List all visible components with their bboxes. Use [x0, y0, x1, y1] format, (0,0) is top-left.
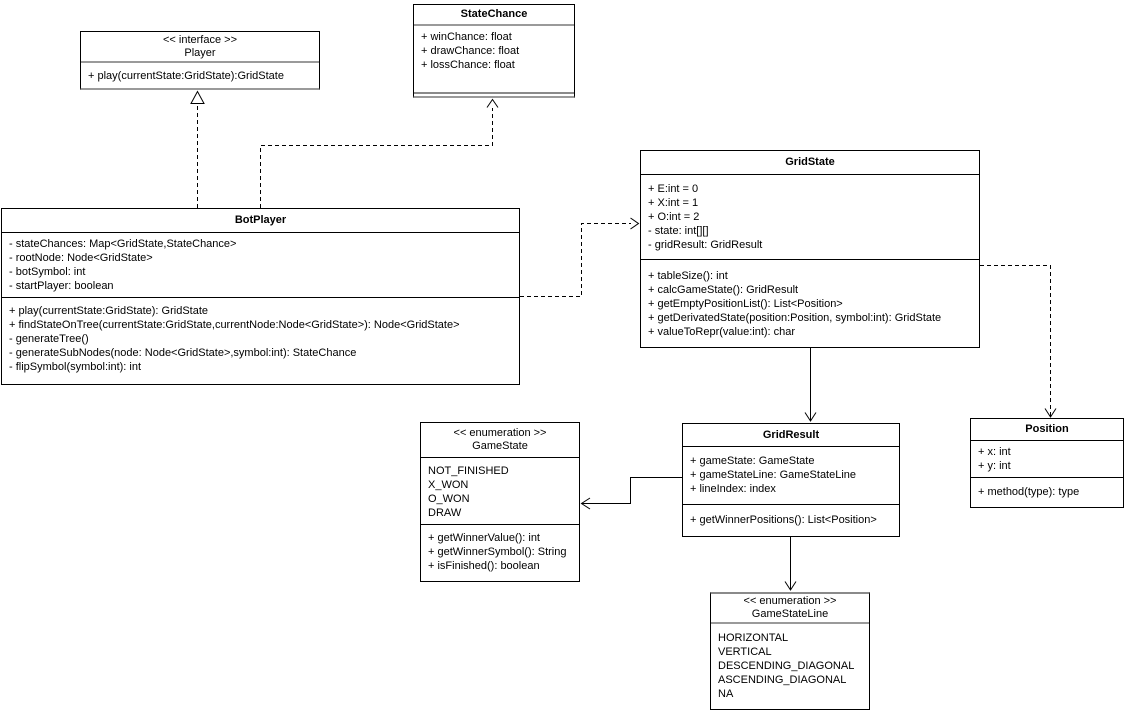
enum-value-row: NA	[718, 688, 734, 700]
class-statechance[interactable]: StateChance + winChance: float + drawCha…	[413, 4, 575, 98]
open-arrowhead	[804, 412, 817, 422]
statechance-name: StateChance	[460, 8, 528, 20]
statechance-methods-empty	[414, 92, 574, 96]
connector-botplayer-depends-gridstate[interactable]	[520, 217, 640, 297]
gamestateline-stereotype: << enumeration >>	[743, 595, 837, 607]
open-arrowhead	[486, 98, 499, 108]
botplayer-attributes: - stateChances: Map<GridState,StateChanc…	[2, 233, 519, 298]
method-row: + valueToRepr(value:int): char	[648, 326, 796, 338]
gridresult-methods: + getWinnerPositions(): List<Position>	[683, 505, 899, 536]
botplayer-methods: + play(currentState:GridState): GridStat…	[2, 298, 519, 384]
gridresult-name: GridResult	[762, 428, 820, 441]
method-row: - flipSymbol(symbol:int): int	[9, 361, 142, 373]
method-row: + method(type): type	[978, 486, 1080, 498]
enum-value-row: HORIZONTAL	[718, 632, 789, 644]
class-gridstate-header: GridState	[641, 151, 979, 175]
class-statechance-header: StateChance	[414, 5, 574, 26]
attribute-row: - rootNode: Node<GridState>	[9, 252, 153, 264]
method-row: + getEmptyPositionList(): List<Position>	[648, 298, 843, 310]
class-gridstate[interactable]: GridState + E:int = 0 + X:int = 1 + O:in…	[640, 150, 980, 348]
player-name: Player	[184, 46, 216, 59]
attribute-row: + winChance: float	[421, 31, 512, 43]
gridstate-methods: + tableSize(): int + calcGameState(): Gr…	[641, 260, 979, 347]
method-row: + getDerivatedState(position:Position, s…	[648, 312, 942, 324]
gamestate-stereotype: << enumeration >>	[453, 427, 547, 439]
connector-gridresult-to-gamestate[interactable]	[580, 477, 683, 510]
attribute-row: - state: int[][]	[648, 225, 709, 237]
gamestate-values: NOT_FINISHED X_WON O_WON DRAW	[421, 458, 579, 525]
gridstate-name: GridState	[785, 156, 835, 168]
botplayer-name: BotPlayer	[234, 214, 287, 226]
position-attributes: + x: int + y: int	[971, 441, 1123, 478]
enum-value-row: VERTICAL	[718, 646, 772, 658]
attribute-row: + X:int = 1	[648, 197, 699, 209]
position-name: Position	[1025, 423, 1069, 435]
enum-value-row: O_WON	[428, 493, 470, 505]
class-gridresult[interactable]: GridResult + gameState: GameState + game…	[682, 423, 900, 537]
open-arrowhead	[580, 497, 591, 510]
method-row: + getWinnerSymbol(): String	[428, 546, 567, 558]
class-botplayer-header: BotPlayer	[2, 209, 519, 233]
attribute-row: + x: int	[978, 446, 1011, 458]
hollow-triangle-arrowhead	[190, 90, 205, 104]
player-methods: + play(currentState:GridState):GridState	[81, 63, 319, 88]
open-arrowhead	[1044, 408, 1057, 418]
position-methods: + method(type): type	[971, 478, 1123, 507]
class-gamestate-header: << enumeration >> GameState	[421, 423, 579, 458]
gamestateline-name: GameStateLine	[751, 608, 829, 620]
enum-value-row: DESCENDING_DIAGONAL	[718, 660, 855, 672]
class-player-header: << interface >> Player	[81, 32, 319, 63]
enum-value-row: NOT_FINISHED	[428, 465, 509, 477]
method-row: + isFinished(): boolean	[428, 560, 540, 572]
statechance-attributes: + winChance: float + drawChance: float +…	[414, 26, 574, 92]
connector-botplayer-depends-statechance[interactable]	[260, 98, 499, 209]
attribute-row: - gridResult: GridResult	[648, 239, 763, 251]
gridresult-attributes: + gameState: GameState + gameStateLine: …	[683, 447, 899, 505]
method-row: + calcGameState(): GridResult	[648, 284, 799, 296]
method-row: + getWinnerValue(): int	[428, 532, 540, 544]
gamestate-name: GameState	[472, 440, 528, 452]
class-gamestateline[interactable]: << enumeration >> GameStateLine HORIZONT…	[710, 592, 870, 710]
class-position-header: Position	[971, 419, 1123, 441]
enum-value-row: ASCENDING_DIAGONAL	[718, 674, 847, 686]
player-stereotype: << interface >>	[163, 33, 237, 46]
class-gridresult-header: GridResult	[683, 424, 899, 447]
attribute-row: + E:int = 0	[648, 183, 699, 195]
method-row: + play(currentState:GridState):GridState	[88, 70, 284, 82]
method-row: + findStateOnTree(currentState:GridState…	[9, 319, 460, 331]
attribute-row: + lossChance: float	[421, 59, 515, 71]
attribute-row: - stateChances: Map<GridState,StateChanc…	[9, 238, 237, 250]
connector-botplayer-realizes-player[interactable]	[190, 90, 205, 209]
connector-gridstate-to-gridresult[interactable]	[804, 348, 817, 422]
method-row: - generateSubNodes(node: Node<GridState>…	[9, 347, 357, 359]
enum-value-row: X_WON	[428, 479, 469, 491]
class-player[interactable]: << interface >> Player + play(currentSta…	[80, 31, 320, 90]
attribute-row: + lineIndex: index	[690, 483, 776, 495]
attribute-row: - startPlayer: boolean	[9, 280, 114, 292]
class-position[interactable]: Position + x: int + y: int + method(type…	[970, 418, 1124, 508]
class-gamestate[interactable]: << enumeration >> GameState NOT_FINISHED…	[420, 422, 580, 582]
connector-gridresult-to-gamestateline[interactable]	[784, 537, 797, 591]
attribute-row: - botSymbol: int	[9, 266, 86, 278]
attribute-row: + y: int	[978, 460, 1011, 472]
enum-value-row: DRAW	[428, 507, 462, 519]
method-row: + getWinnerPositions(): List<Position>	[690, 514, 877, 526]
method-row: + tableSize(): int	[648, 270, 728, 282]
attribute-row: + drawChance: float	[421, 45, 520, 57]
gamestateline-values: HORIZONTAL VERTICAL DESCENDING_DIAGONAL …	[711, 624, 869, 709]
attribute-row: + O:int = 2	[648, 211, 700, 223]
class-gamestateline-header: << enumeration >> GameStateLine	[711, 594, 869, 624]
attribute-row: + gameStateLine: GameStateLine	[690, 469, 857, 481]
class-botplayer[interactable]: BotPlayer - stateChances: Map<GridState,…	[1, 208, 520, 385]
connector-gridstate-depends-position[interactable]	[980, 265, 1057, 418]
gridstate-attributes: + E:int = 0 + X:int = 1 + O:int = 2 - st…	[641, 175, 979, 260]
attribute-row: + gameState: GameState	[690, 455, 815, 467]
method-row: + play(currentState:GridState): GridStat…	[9, 305, 209, 317]
gamestate-methods: + getWinnerValue(): int + getWinnerSymbo…	[421, 525, 579, 581]
open-arrowhead	[784, 581, 797, 591]
open-arrowhead	[630, 217, 640, 230]
method-row: - generateTree()	[9, 333, 89, 345]
